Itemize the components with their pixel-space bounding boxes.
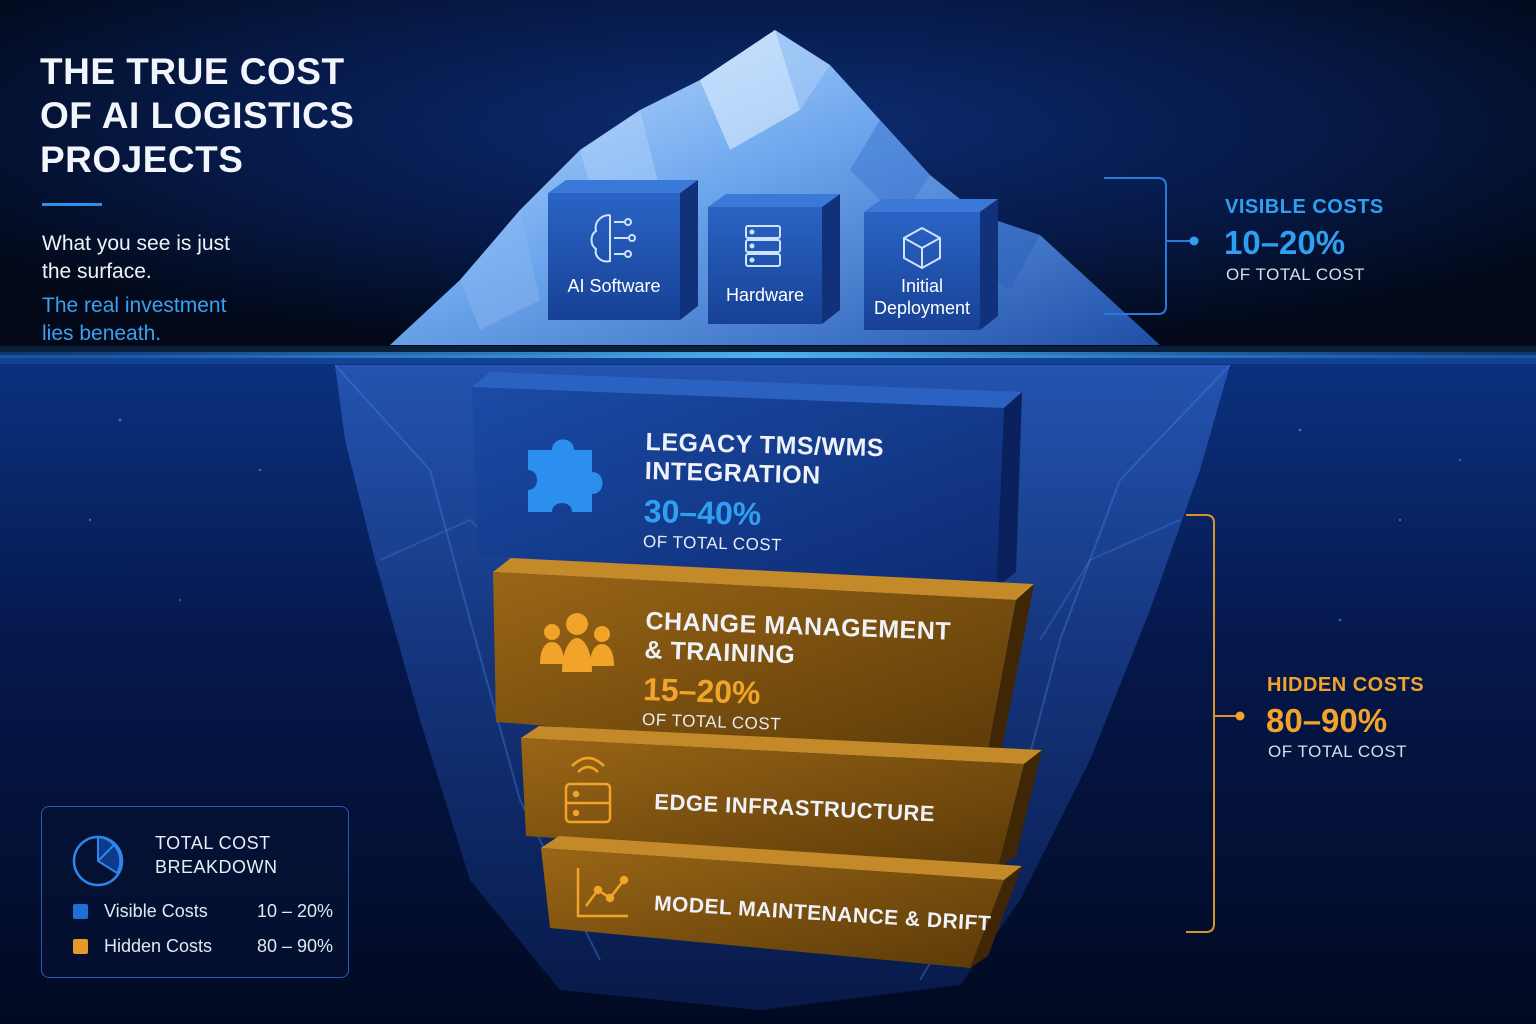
package-box-icon	[903, 226, 941, 270]
water-surface	[0, 352, 1536, 358]
visible-costs-label: VISIBLE COSTS	[1225, 196, 1384, 218]
cube-label-ai-software: AI Software	[548, 275, 680, 297]
legend-row-hidden: Hidden Costs 80 – 90%	[73, 936, 333, 958]
legend-name-visible: Visible Costs	[104, 901, 208, 921]
legend-title-line-2: BREAKDOWN	[155, 857, 278, 877]
cube-label-hardware: Hardware	[708, 284, 822, 306]
legend-name-hidden: Hidden Costs	[104, 936, 213, 956]
cost-breakdown-legend: TOTAL COST BREAKDOWN Visible Costs 10 – …	[41, 806, 349, 978]
block-change-management	[493, 558, 1034, 760]
hidden-costs-label: HIDDEN COSTS	[1267, 674, 1425, 696]
block-legacy-percent: 30–40%	[643, 492, 762, 533]
puzzle-piece-icon	[528, 439, 603, 512]
hidden-costs-percent: 80–90%	[1266, 702, 1388, 739]
cube-label-ai-software-text: AI Software	[567, 276, 661, 296]
cube-label-initial-deployment: Initial Deployment	[864, 275, 980, 319]
legend-row-visible: Visible Costs 10 – 20%	[73, 901, 333, 923]
legend-title: TOTAL COST BREAKDOWN	[155, 831, 278, 879]
highlight-line-1: The real investment	[42, 294, 227, 317]
hidden-costs-sub: OF TOTAL COST	[1268, 742, 1408, 761]
legend-swatch-visible	[73, 904, 88, 919]
block-legacy-text: LEGACY TMS/WMS INTEGRATION 30–40% OF TOT…	[643, 428, 885, 558]
title-line-1: THE TRUE COST	[40, 51, 345, 92]
pie-chart-icon	[72, 835, 124, 887]
cube-label-initial-text: Initial	[900, 276, 944, 296]
hidden-bracket	[1186, 514, 1215, 933]
block-change-text: CHANGE MANAGEMENT & TRAINING 15–20% OF T…	[642, 607, 952, 741]
edge-router-icon	[564, 756, 612, 824]
title-line-2: OF AI LOGISTICS	[40, 95, 355, 136]
legend-value-hidden: 80 – 90%	[256, 936, 333, 956]
legend-value-visible: 10 – 20%	[256, 901, 333, 921]
subtitle-line-2: the surface.	[42, 260, 152, 283]
block-legacy-integration	[472, 372, 1022, 588]
cube-ai-software	[548, 180, 698, 320]
people-group-icon	[540, 613, 614, 672]
block-edge-infrastructure	[521, 726, 1042, 868]
legend-title-line-1: TOTAL COST	[155, 833, 271, 853]
cube-label-deployment-text: Deployment	[873, 298, 971, 318]
highlight-line-2: lies beneath.	[42, 322, 162, 345]
server-rack-icon	[745, 225, 781, 267]
trend-chart-icon	[576, 868, 629, 918]
ai-brain-icon	[590, 214, 636, 263]
block-model-maintenance	[541, 836, 1022, 968]
cube-initial-deployment	[864, 199, 998, 330]
visible-bracket	[1104, 177, 1167, 315]
visible-costs-percent: 10–20%	[1224, 224, 1346, 261]
title-underline	[42, 203, 102, 206]
water-particles	[88, 418, 1462, 622]
subtitle-line-1: What you see is just	[42, 232, 230, 255]
subtitle: What you see is just the surface.	[42, 230, 302, 286]
legend-swatch-hidden	[73, 939, 88, 954]
cube-label-hardware-text: Hardware	[725, 285, 805, 305]
visible-costs-sub: OF TOTAL COST	[1226, 265, 1366, 284]
title-line-3: PROJECTS	[40, 139, 244, 180]
highlight-text: The real investment lies beneath.	[42, 292, 302, 348]
page-title: THE TRUE COST OF AI LOGISTICS PROJECTS	[40, 50, 400, 182]
